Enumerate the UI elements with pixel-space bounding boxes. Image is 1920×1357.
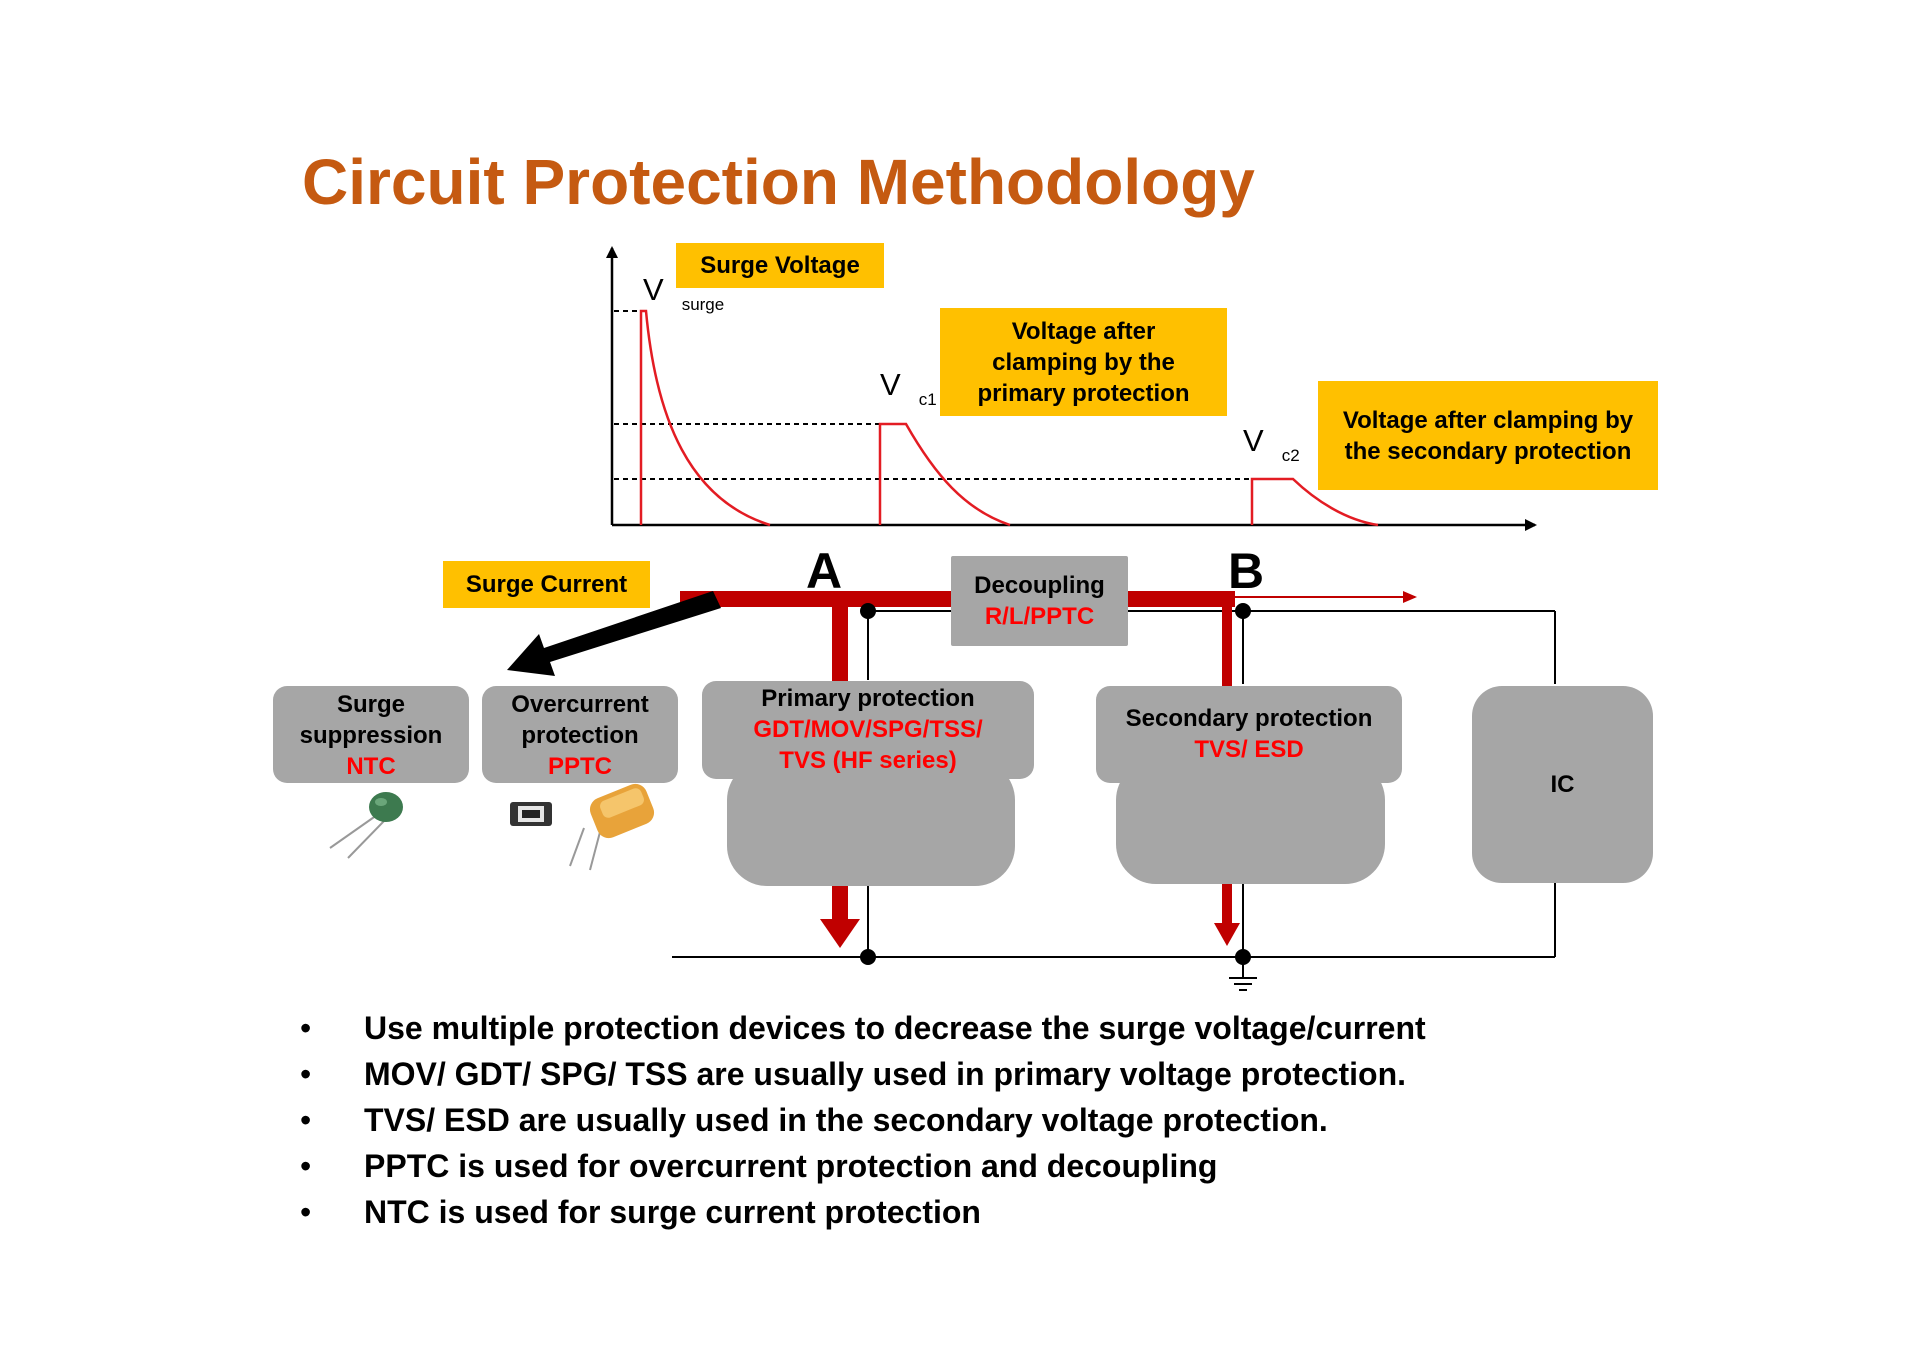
overcurrent-title-2: protection (521, 722, 639, 749)
junction-dot (1235, 603, 1251, 619)
surge-arrow-primary (820, 919, 860, 948)
voltage-graph (606, 246, 1537, 531)
overcurrent-box: Overcurrent protection PPTC (482, 686, 678, 783)
surge-arrow-secondary (1214, 923, 1240, 946)
page-title: Circuit Protection Methodology (302, 146, 1255, 218)
ic-label: IC (1550, 771, 1575, 798)
secondary-protection-title: Secondary protection (1125, 705, 1373, 732)
overcurrent-parts: PPTC (547, 753, 612, 780)
secondary-clamp-label: Voltage after clamping by the secondary … (1318, 381, 1658, 490)
ground-icon (1229, 957, 1257, 991)
decoupling-title: Decoupling (974, 572, 1105, 599)
bullet-item: PPTC is used for overcurrent protection … (300, 1143, 1426, 1189)
overcurrent-title: Overcurrent (511, 691, 649, 718)
surge-suppression-title: Surge (336, 691, 405, 718)
junction-dot (860, 949, 876, 965)
circuit-wiring (507, 591, 1556, 991)
primary-protection-parts-2: TVS (HF series) (779, 747, 957, 774)
surge-suppression-box: Surge suppression NTC (273, 686, 469, 783)
diversion-arrow (507, 591, 721, 676)
secondary-clamped-wave (1250, 477, 1379, 527)
bullet-item: TVS/ ESD are usually used in the seconda… (300, 1097, 1426, 1143)
bullet-item: Use multiple protection devices to decre… (300, 1005, 1426, 1051)
surge-voltage-wave (639, 309, 771, 527)
primary-protection-lower (727, 760, 1015, 886)
primary-clamped-wave (878, 422, 1011, 527)
decoupling-parts: R/L/PPTC (984, 603, 1095, 630)
primary-protection-parts: GDT/MOV/SPG/TSS/ (753, 716, 983, 743)
pptc-smd-icon (510, 802, 552, 826)
decoupling-box: Decoupling R/L/PPTC (951, 556, 1128, 646)
ntc-thermistor-icon (329, 792, 403, 859)
bullet-list: Use multiple protection devices to decre… (300, 1005, 1426, 1235)
surge-suppression-title-2: suppression (299, 722, 443, 749)
bullet-item: NTC is used for surge current protection (300, 1189, 1426, 1235)
node-b-label: B (1228, 543, 1265, 599)
bullet-item: MOV/ GDT/ SPG/ TSS are usually used in p… (300, 1051, 1426, 1097)
ic-box: IC (1472, 686, 1653, 883)
primary-protection-box: Primary protection GDT/MOV/SPG/TSS/ TVS … (702, 681, 1034, 779)
primary-clamp-label: Voltage after clamping by the primary pr… (940, 308, 1227, 416)
surge-current-label: Surge Current (443, 561, 650, 608)
secondary-protection-box: Secondary protection TVS/ ESD (1096, 686, 1402, 783)
node-a-label: A (806, 543, 843, 599)
surge-voltage-label: Surge Voltage (676, 243, 884, 288)
pptc-radial-icon (569, 783, 655, 871)
surge-suppression-parts: NTC (346, 753, 396, 780)
primary-protection-title: Primary protection (761, 685, 975, 712)
junction-dot (860, 603, 876, 619)
secondary-protection-parts: TVS/ ESD (1194, 736, 1304, 763)
